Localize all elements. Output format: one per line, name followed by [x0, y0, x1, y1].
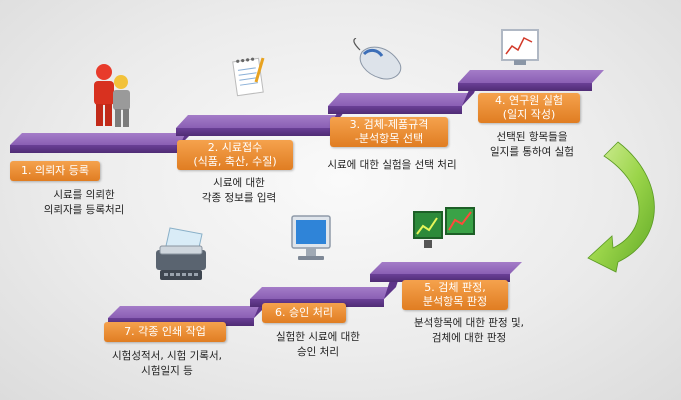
stair-tread-2 [176, 115, 342, 128]
mouse-icon [353, 38, 402, 80]
step-5-desc-line-1: 분석항목에 대한 판정 및, [414, 317, 524, 329]
step-1-description: 시료를 의뢰한 의뢰자를 등록처리 [24, 188, 144, 218]
step-3-description: 시료에 대한 실험을 선택 처리 [312, 158, 472, 173]
step-2-label: 2. 시료접수 (식품, 축산, 수질) [177, 140, 293, 170]
upper-stairs [10, 70, 604, 153]
stair-tread-1 [10, 133, 192, 145]
stair-front-5 [370, 274, 510, 282]
step-5-label-line-2: 분석항목 판정 [422, 295, 488, 308]
step-3-desc-line-1: 시료에 대한 실험을 선택 처리 [327, 159, 457, 171]
step-5-desc-line-2: 검체에 대한 판정 [431, 332, 507, 344]
stair-front-3 [328, 106, 462, 114]
step-1-label-text: 1. 의뢰자 등록 [20, 164, 90, 177]
step-4-label: 4. 연구원 실험 (일지 작성) [478, 93, 580, 123]
step-3-label-line-2: -분석항목 선택 [354, 132, 424, 145]
flow-arrow [587, 141, 655, 273]
step-5-label-line-1: 5. 검체 판정, [424, 281, 486, 294]
step-4-description: 선택된 항목들을 일지를 통하여 실험 [474, 130, 590, 160]
notepad-icon [232, 57, 265, 97]
step-7-desc-line-2: 시험일지 등 [141, 365, 193, 377]
stair-tread-6 [250, 287, 396, 299]
step-2-description: 시료에 대한 각종 정보를 입력 [184, 176, 294, 206]
step-6-label-text: 6. 승인 처리 [275, 306, 333, 319]
step-6-desc-line-1: 실험한 시료에 대한 [276, 331, 360, 343]
step-4-desc-line-1: 선택된 항목들을 [496, 131, 568, 143]
stair-tread-3 [328, 93, 474, 106]
step-6-label: 6. 승인 처리 [262, 303, 346, 323]
step-4-label-line-2: (일지 작성) [502, 108, 556, 121]
step-7-desc-line-1: 시험성적서, 시험 기록서, [112, 350, 222, 362]
chart-screen-icon [501, 29, 539, 65]
step-1-label: 1. 의뢰자 등록 [10, 161, 100, 181]
stair-tread-4 [458, 70, 604, 83]
lcd-monitor-icon [291, 215, 331, 260]
step-2-desc-line-1: 시료에 대한 [213, 177, 265, 189]
step-6-desc-line-2: 승인 처리 [297, 346, 339, 358]
step-6-description: 실험한 시료에 대한 승인 처리 [258, 330, 378, 360]
stair-front-2 [176, 128, 330, 136]
stair-tread-5 [370, 262, 522, 274]
step-2-label-line-1: 2. 시료접수 [207, 141, 263, 154]
stair-front-4 [458, 83, 592, 91]
step-4-desc-line-2: 일지를 통하여 실험 [490, 146, 574, 158]
step-1-desc-line-1: 시료를 의뢰한 [53, 189, 115, 201]
people-icon [94, 64, 130, 127]
step-5-label: 5. 검체 판정, 분석항목 판정 [402, 280, 508, 310]
step-1-desc-line-2: 의뢰자를 등록처리 [43, 204, 125, 216]
step-2-label-line-2: (식품, 축산, 수질) [193, 155, 277, 168]
step-5-description: 분석항목에 대한 판정 및, 검체에 대한 판정 [394, 316, 544, 346]
step-3-label: 3. 검체-제품규격 -분석항목 선택 [330, 117, 448, 147]
printer-icon [156, 227, 206, 280]
step-7-label-text: 7. 각종 인쇄 작업 [124, 325, 206, 338]
stair-tread-7 [108, 306, 266, 318]
stair-front-1 [10, 145, 180, 153]
step-4-label-line-1: 4. 연구원 실험 [494, 94, 564, 107]
step-3-label-line-1: 3. 검체-제품규격 [349, 118, 429, 131]
step-7-description: 시험성적서, 시험 기록서, 시험일지 등 [92, 349, 242, 379]
step-7-label: 7. 각종 인쇄 작업 [104, 322, 226, 342]
chart-monitors-icon [413, 207, 475, 248]
step-2-desc-line-2: 각종 정보를 입력 [201, 192, 277, 204]
